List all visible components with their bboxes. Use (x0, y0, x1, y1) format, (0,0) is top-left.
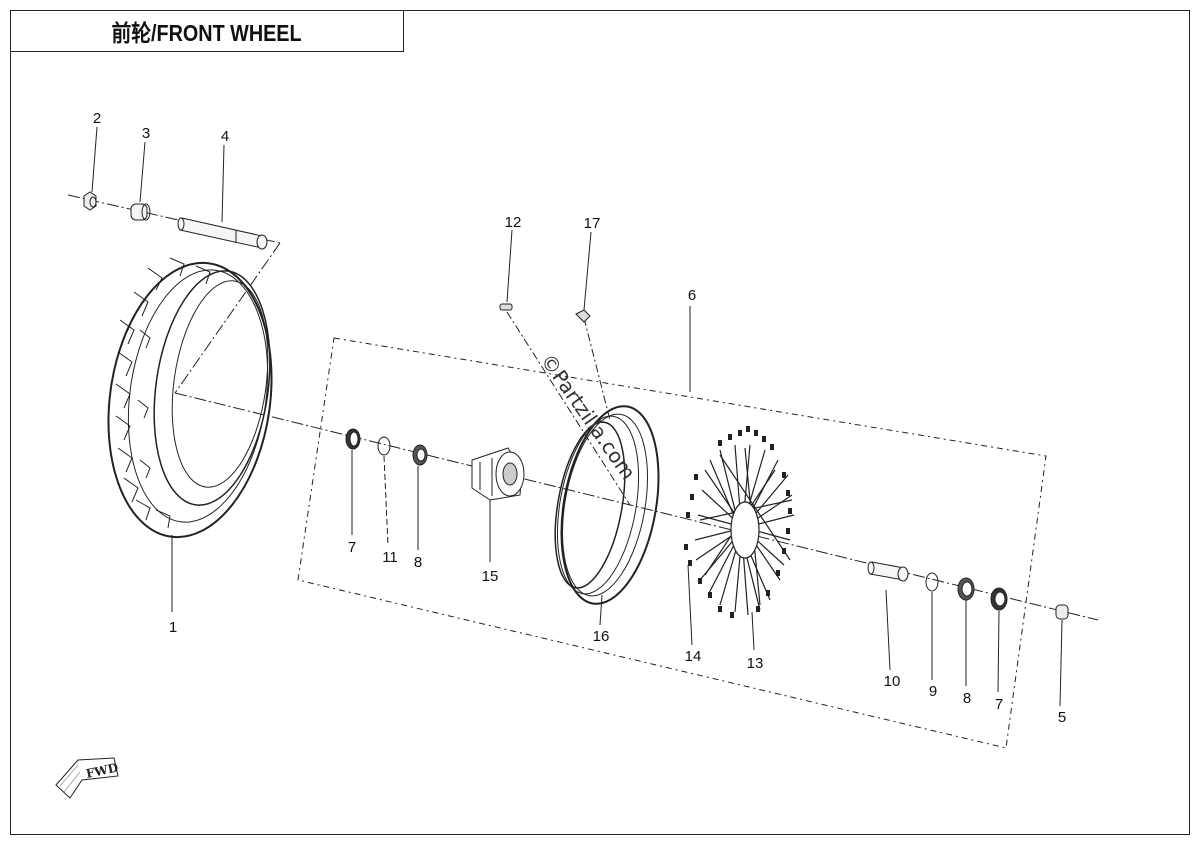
callout-8-right: 8 (963, 690, 971, 707)
tire (107, 257, 273, 539)
valve-cap (499, 303, 513, 311)
forward-arrow-icon: FWD (55, 757, 120, 799)
callout-13: 13 (747, 655, 764, 672)
distance-collar (867, 561, 909, 582)
circlip (377, 436, 391, 456)
bearing-left (412, 444, 428, 466)
callout-10: 10 (884, 673, 901, 690)
side-collar (1055, 604, 1069, 620)
callout-17: 17 (584, 215, 601, 232)
washer-ring (925, 572, 939, 592)
callout-9: 9 (929, 683, 937, 700)
wheel-hub (471, 447, 525, 501)
callout-labels: 1 2 3 4 5 6 7 7 8 8 9 10 11 12 13 14 15 … (93, 110, 1066, 726)
valve-guide-line-2 (583, 317, 611, 421)
valve-guide-line (506, 311, 631, 506)
air-valve (575, 309, 591, 323)
callout-6: 6 (688, 287, 696, 304)
watermark: ©Partzilla.com (536, 349, 641, 484)
oil-seal-right (990, 587, 1008, 611)
wheel-rim (554, 405, 660, 605)
callout-16: 16 (593, 628, 610, 645)
callout-15: 15 (482, 568, 499, 585)
callout-3: 3 (142, 125, 150, 142)
collar (130, 203, 151, 221)
spoke-nipples (684, 426, 792, 618)
callout-7-right: 7 (995, 696, 1003, 713)
wheel-assembly-box (297, 337, 1047, 749)
front-axle (177, 217, 268, 250)
oil-seal-left (345, 428, 361, 450)
callout-8-left: 8 (414, 554, 422, 571)
page-title: 前轮/FRONT WHEEL (111, 20, 303, 46)
bearing-right (957, 577, 975, 601)
callout-4: 4 (221, 128, 229, 145)
callout-7-left: 7 (348, 539, 356, 556)
spokes (694, 444, 795, 616)
diagram-frame (10, 10, 1190, 835)
axis-connector-line (174, 242, 281, 394)
title-box: 前轮/FRONT WHEEL (10, 10, 404, 52)
callout-14: 14 (685, 648, 702, 665)
callout-11: 11 (382, 549, 398, 566)
fwd-label: FWD (85, 760, 120, 780)
callout-1: 1 (169, 619, 177, 636)
callout-2: 2 (93, 110, 101, 127)
callout-5: 5 (1058, 709, 1066, 726)
leader-lines (91, 126, 1063, 707)
axle-nut (83, 191, 97, 211)
callout-12: 12 (505, 214, 522, 231)
